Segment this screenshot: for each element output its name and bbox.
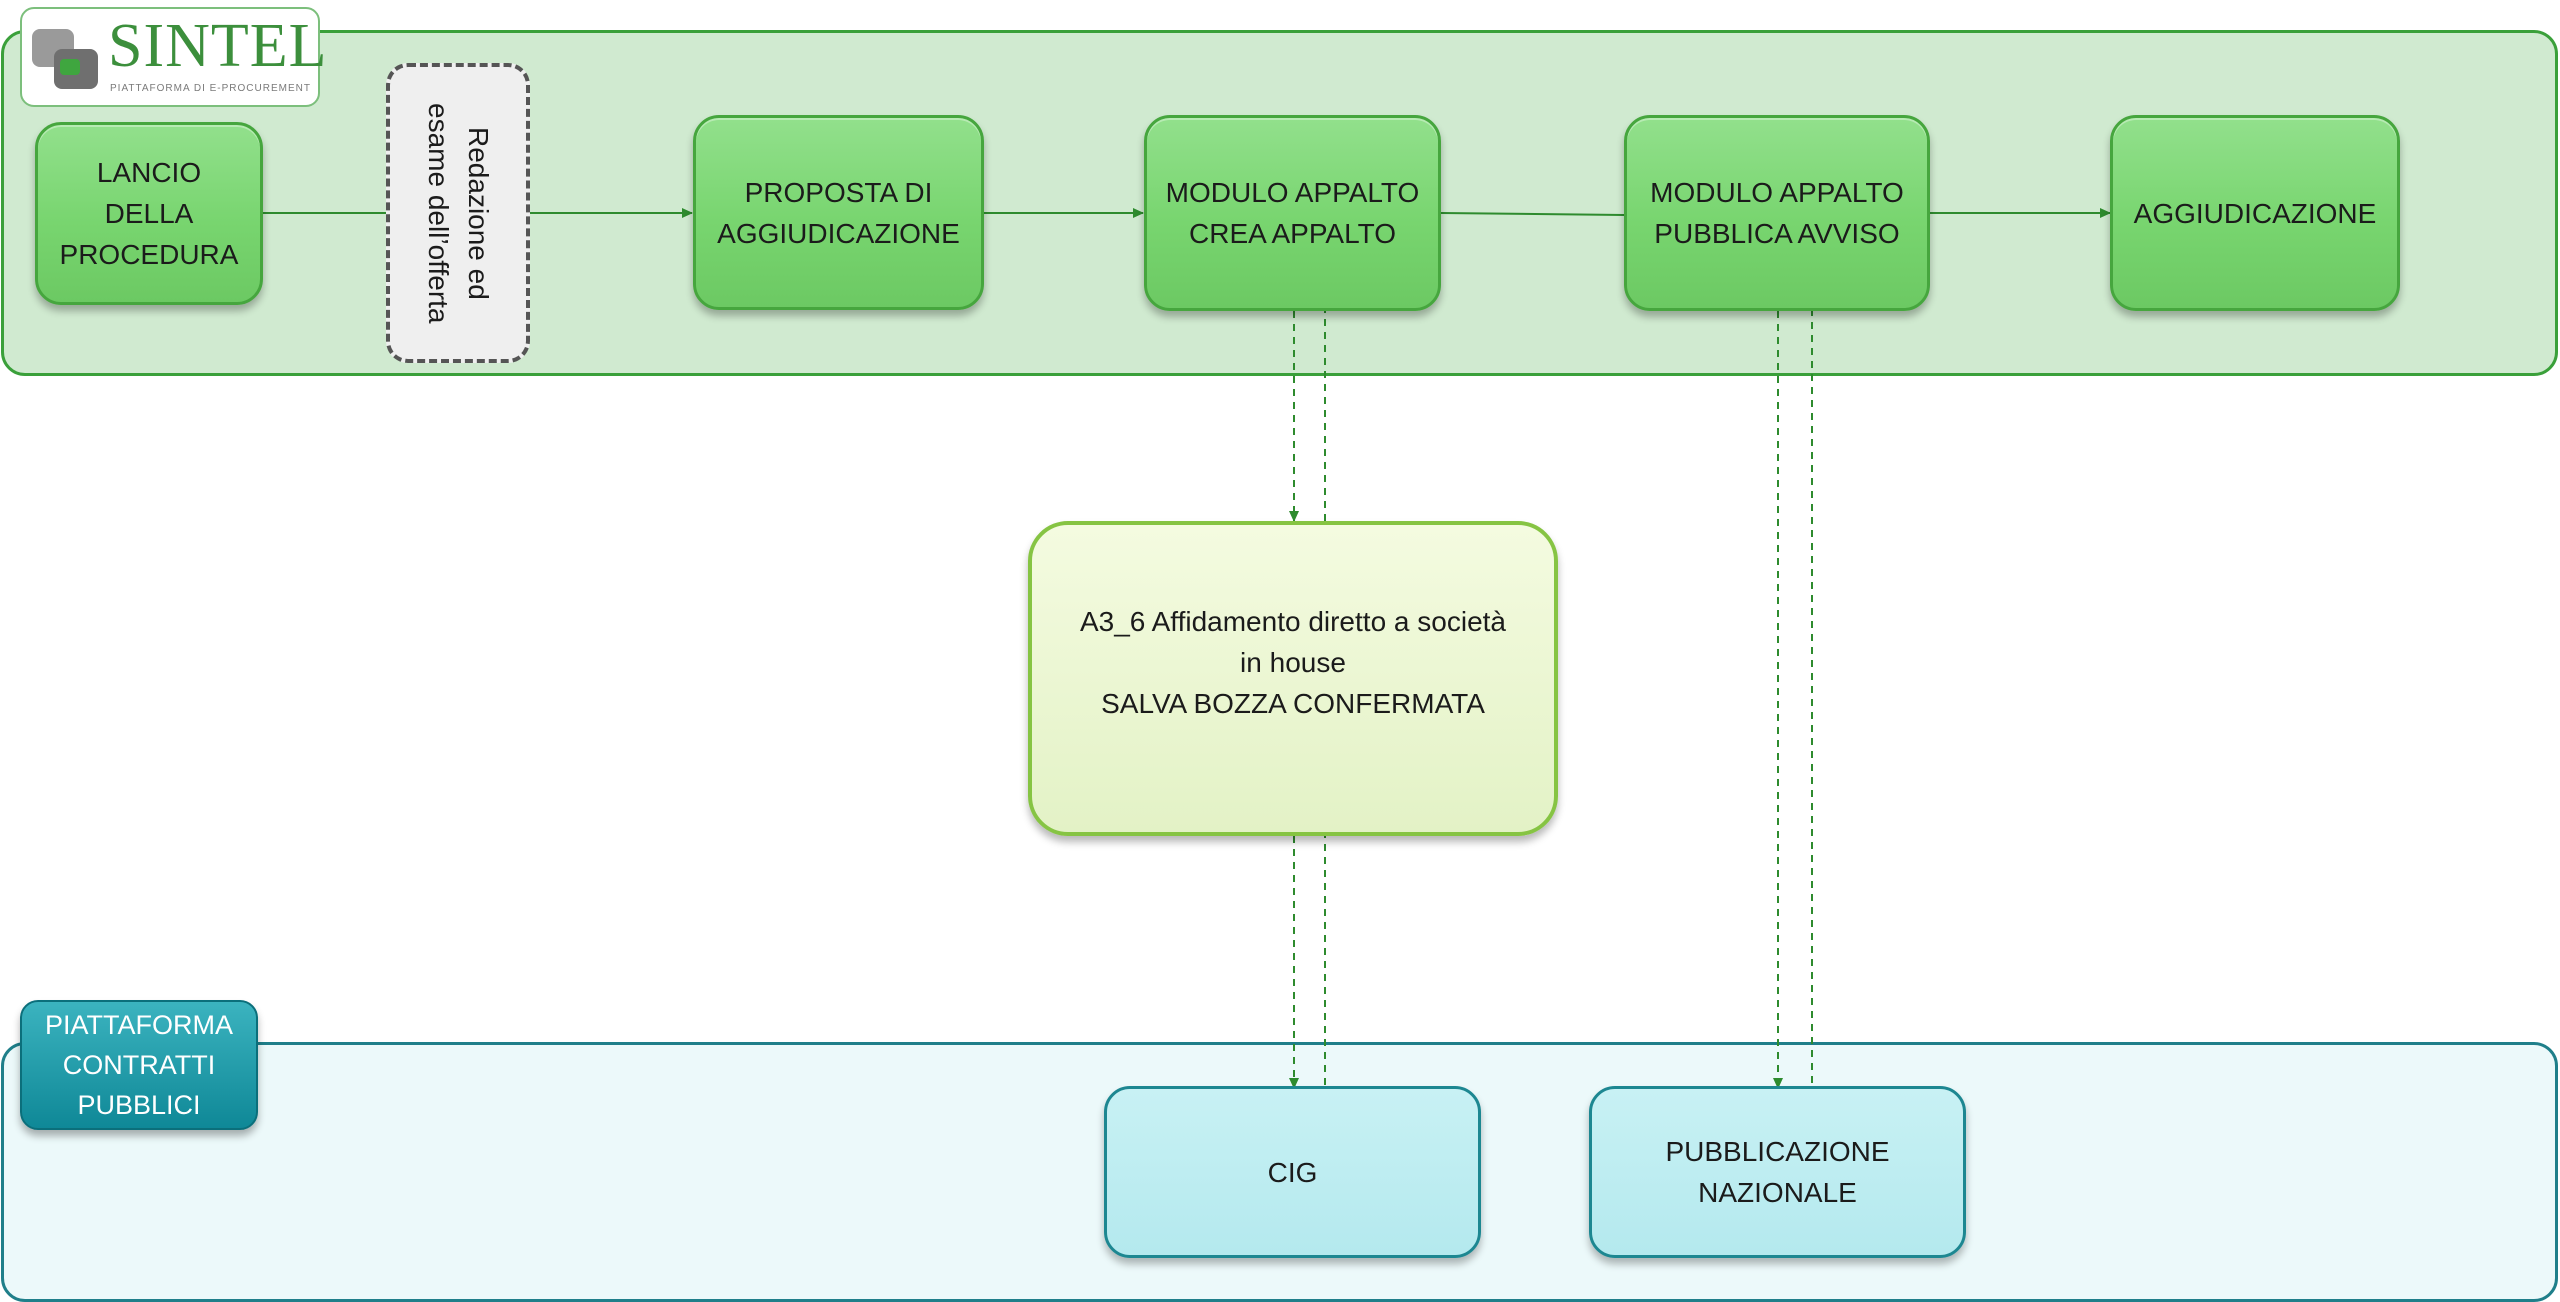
step-lancio-line2: DELLA [104,198,194,229]
step-crea-appalto: MODULO APPALTO CREA APPALTO [1144,115,1441,311]
sintel-logo: SINTEL PIATTAFORMA DI E-PROCUREMENT [20,7,327,107]
step-redazione-line2: esame dell’offerta [423,102,454,324]
step-crea-line1: MODULO APPALTO [1165,177,1420,208]
step-proposta-line1: PROPOSTA DI [744,176,933,208]
piattaforma-line1: PIATTAFORMA [45,1010,233,1040]
step-redazione: Redazione ed esame dell’offerta [386,63,530,363]
procedure-code: A3_6 [1079,606,1146,637]
piattaforma-contratti-label: PIATTAFORMA CONTRATTI PUBBLICI [20,1000,258,1130]
step-proposta-line2: AGGIUDICAZIONE [717,217,960,249]
step-proposta: PROPOSTA DI AGGIUDICAZIONE [693,115,984,310]
piattaforma-line3: PUBBLICI [77,1090,201,1120]
pubblicazione-line1: PUBBLICAZIONE [1665,1136,1890,1167]
procedure-title-cont: in house [1240,647,1346,678]
step-aggiudicazione: AGGIUDICAZIONE [2110,115,2400,311]
logo-title: SINTEL [108,12,328,80]
logo-subtitle: PIATTAFORMA DI E-PROCUREMENT [110,83,311,94]
step-pubblica-line1: MODULO APPALTO [1650,177,1904,208]
step-lancio: LANCIO DELLA PROCEDURA [35,122,263,305]
pubblicazione-line2: NAZIONALE [1698,1177,1857,1208]
step-redazione-line1: Redazione ed [463,126,494,300]
center-procedure-box: A3_6 Affidamento diretto a società in ho… [1028,521,1558,836]
pubblicazione-nazionale-box: PUBBLICAZIONE NAZIONALE [1589,1086,1966,1258]
procedure-status: SALVA BOZZA CONFERMATA [1101,688,1485,719]
procedure-title: Affidamento diretto a società [1145,606,1506,637]
arrow-crea-to-pubblica [1440,212,1625,216]
step-pubblica-avviso: MODULO APPALTO PUBBLICA AVVISO [1624,115,1930,311]
step-crea-line2: CREA APPALTO [1189,218,1396,249]
cig-box: CIG [1104,1086,1481,1258]
speech-bubbles-icon [32,29,98,89]
cig-label: CIG [1267,1156,1318,1188]
step-pubblica-line2: PUBBLICA AVVISO [1654,218,1900,249]
step-aggiudicazione-line1: AGGIUDICAZIONE [2133,197,2377,229]
flow-connectors [263,208,2111,1089]
step-lancio-line1: LANCIO [96,157,202,188]
step-lancio-line3: PROCEDURA [59,239,239,270]
piattaforma-line2: CONTRATTI [62,1050,216,1080]
